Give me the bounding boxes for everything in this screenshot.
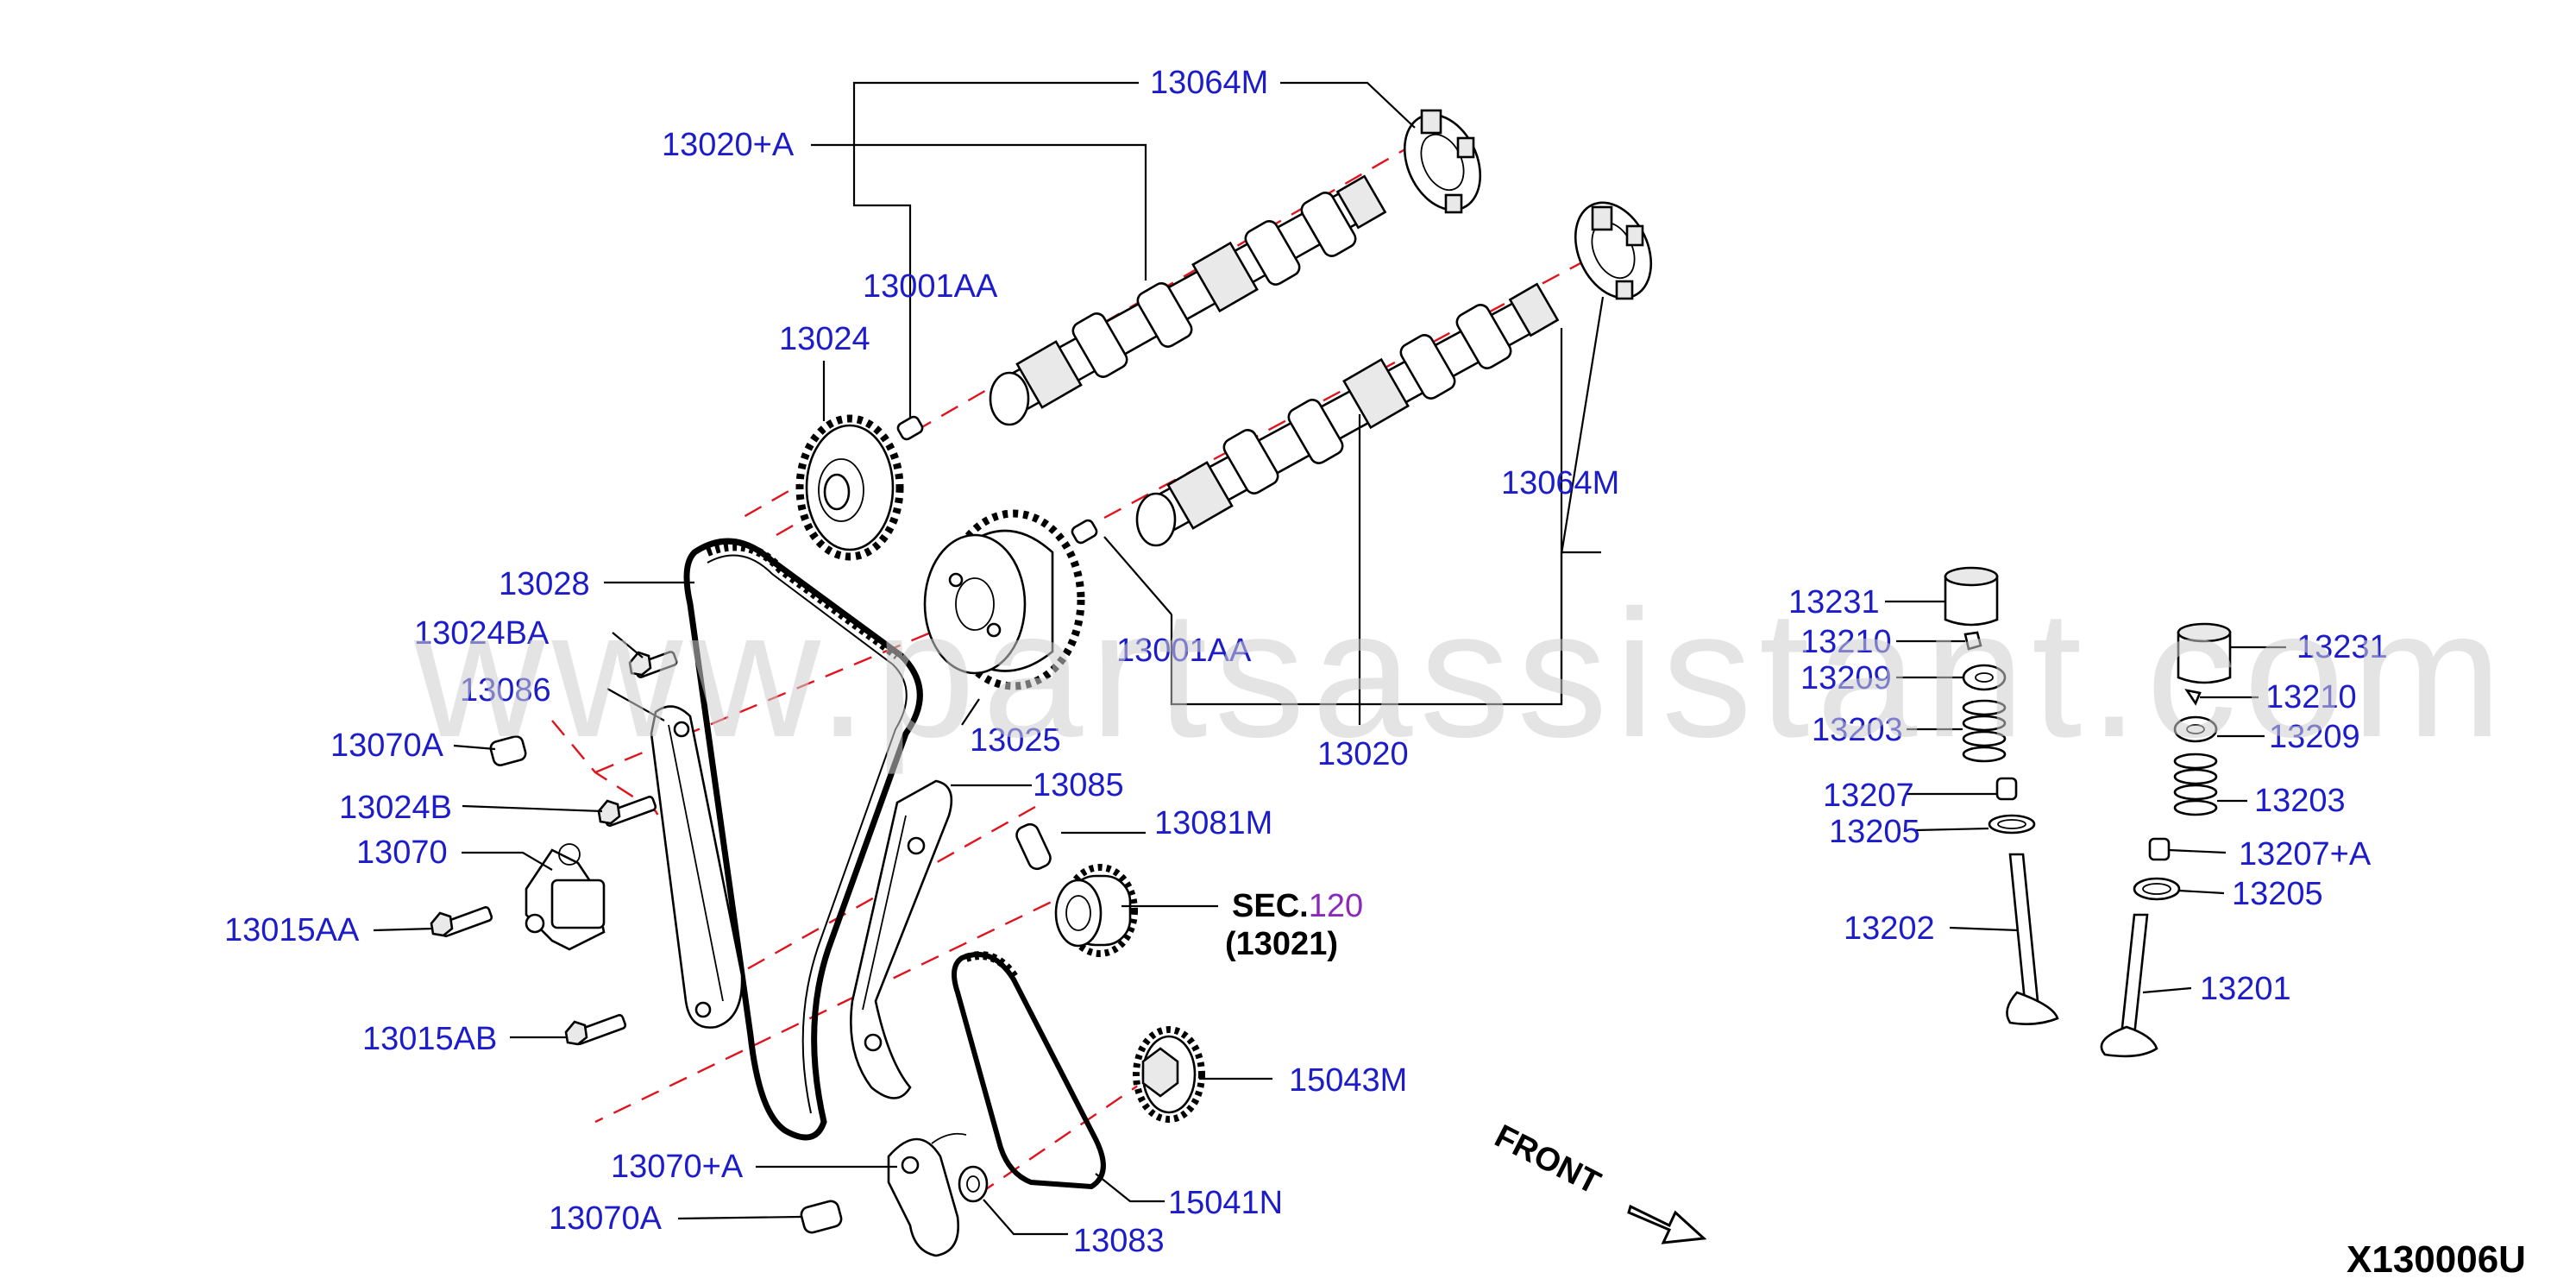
- dowel-13070A-bottom: [800, 1200, 843, 1234]
- crank-sprocket: [1054, 864, 1138, 957]
- svg-text:SEC.120: SEC.120: [1232, 888, 1363, 924]
- front-arrow-icon: [1627, 1204, 1707, 1244]
- label-15043M: 15043M: [1289, 1062, 1407, 1099]
- label-15041N: 15041N: [1168, 1185, 1283, 1221]
- label-13205-left: 13205: [1829, 814, 1920, 850]
- chain-tensioner: [525, 843, 606, 951]
- label-13001AA-mid: 13001AA: [1116, 633, 1252, 669]
- sec-part: (13021): [1225, 926, 1338, 962]
- label-13207-left: 13207: [1823, 778, 1914, 814]
- part-labels: 13064M 13020+A 13001AA 13024 13028 13024…: [224, 65, 2388, 1259]
- centerlines: [551, 132, 1605, 1192]
- label-13015AA: 13015AA: [224, 912, 360, 948]
- label-13015AB: 13015AB: [362, 1021, 497, 1057]
- diagram-id: X130006U: [2347, 1238, 2526, 1281]
- label-13070PA: 13070+A: [611, 1149, 744, 1185]
- label-13081M: 13081M: [1154, 805, 1272, 841]
- bolt-13024B: [597, 796, 657, 827]
- label-13203-right: 13203: [2254, 783, 2346, 819]
- label-13209-left: 13209: [1800, 660, 1892, 696]
- arm-13070A: [887, 1132, 967, 1257]
- sensor-plate-upper: [1403, 109, 1482, 214]
- dowel-pin-upper: [896, 415, 924, 441]
- label-13024: 13024: [779, 321, 870, 357]
- label-13201: 13201: [2200, 971, 2291, 1007]
- chain-guide-left: [650, 705, 744, 1029]
- label-13231-right: 13231: [2296, 629, 2388, 665]
- camshaft-upper: [989, 174, 1387, 426]
- label-13064M-right: 13064M: [1501, 465, 1619, 501]
- label-13070: 13070: [356, 835, 448, 871]
- label-13020: 13020: [1317, 736, 1409, 772]
- front-label: FRONT: [1489, 1118, 1606, 1202]
- label-13024BA: 13024BA: [414, 615, 550, 652]
- bolt-13015AA: [430, 906, 493, 937]
- bolt-13024BA: [628, 651, 678, 678]
- label-13231-left: 13231: [1788, 584, 1880, 620]
- label-13070A-bottom: 13070A: [549, 1200, 663, 1237]
- camshaft-lower: [1135, 282, 1560, 547]
- timing-chain-primary: [683, 538, 923, 1141]
- label-13210-right: 13210: [2265, 679, 2357, 715]
- label-13209-right: 13209: [2269, 719, 2360, 755]
- label-13024B: 13024B: [339, 790, 452, 826]
- oil-pump-chain: [952, 951, 1106, 1190]
- label-13020A: 13020+A: [662, 127, 795, 163]
- valve-train-intake: [1944, 566, 2059, 1025]
- label-13028: 13028: [499, 566, 590, 602]
- label-13064M-top: 13064M: [1150, 65, 1268, 101]
- label-13202: 13202: [1844, 910, 1935, 947]
- label-13210-left: 13210: [1800, 624, 1892, 660]
- label-13025: 13025: [970, 722, 1061, 759]
- dowel-13070A-mid: [489, 735, 527, 766]
- bolt-13015AB: [564, 1014, 627, 1046]
- label-13001AA-top: 13001AA: [863, 268, 998, 305]
- sensor-plate-lower: [1574, 201, 1653, 300]
- valve-train-exhaust: [2100, 622, 2232, 1058]
- leader-lines: [373, 81, 2286, 1236]
- tensioner-arm: [850, 779, 953, 1099]
- vtc-sprocket: [923, 509, 1085, 690]
- label-13070A-mid: 13070A: [330, 728, 444, 764]
- label-13085: 13085: [1033, 767, 1124, 803]
- section-reference: SEC.120 (13021): [1225, 888, 1363, 962]
- dowel-pin-lower: [1071, 519, 1098, 545]
- bushing-13083: [958, 1165, 989, 1203]
- label-13205-right: 13205: [2232, 876, 2323, 912]
- cam-sprocket: [795, 414, 904, 561]
- tensioner-plunger: [1015, 822, 1052, 871]
- label-13083: 13083: [1073, 1223, 1165, 1259]
- label-13203-left: 13203: [1812, 712, 1903, 748]
- oil-pump-sprocket: [1133, 1026, 1205, 1123]
- sec-prefix: SEC.: [1232, 888, 1309, 924]
- sec-number: 120: [1309, 888, 1363, 924]
- label-13207A-right: 13207+A: [2239, 836, 2372, 872]
- label-13086: 13086: [460, 672, 551, 709]
